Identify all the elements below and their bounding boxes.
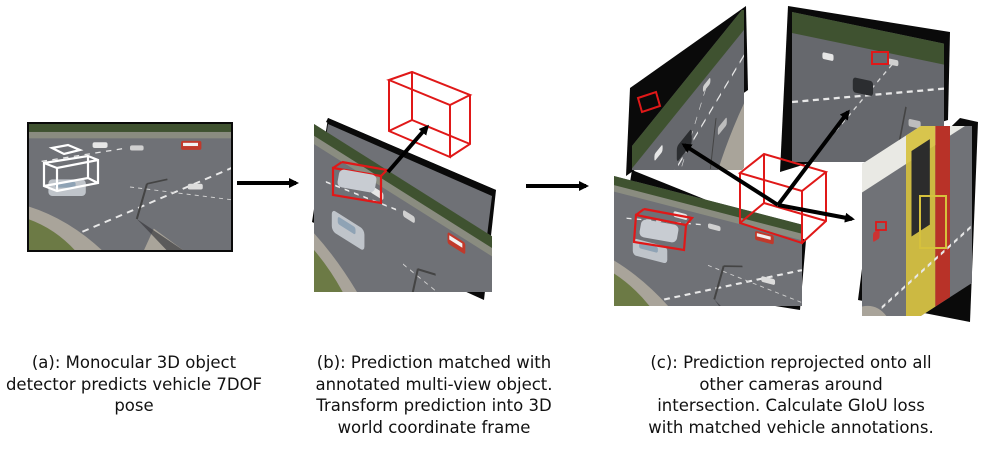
caption-b-line4: world coordinate frame [337,417,531,437]
caption-c-line1: (c): Prediction reprojected onto all [650,353,932,372]
caption-c-line3: intersection. Calculate GIoU loss [657,396,925,415]
caption-a-line3: pose [114,396,154,415]
caption-b-line3: Transform prediction into 3D [316,396,552,415]
camera-image-c-topright [780,6,950,172]
camera-image-c-topleft [626,6,748,176]
reprojection-arrows [681,109,855,223]
caption-a-line2: detector predicts vehicle 7DOF [5,374,263,394]
world-3d-box-c [737,152,829,245]
caption-b: (b): Prediction matched with annotated m… [298,352,570,438]
arrow-b-to-world [386,124,429,174]
caption-a: (a): Monocular 3D object detector predic… [0,352,268,417]
caption-c-line4: with matched vehicle annotations. [648,417,934,437]
ground-truth-box-a [42,143,100,193]
car-b [337,169,377,193]
caption-b-line1: (b): Prediction matched with [316,353,552,372]
caption-a-line1: (a): Monocular 3D object [31,353,237,372]
caption-c-line2: other cameras around [699,374,883,394]
caption-c: (c): Prediction reprojected onto all oth… [595,352,987,438]
camera-image-a [27,122,233,252]
world-3d-box [386,70,473,159]
caption-b-line2: annotated multi-view object. [315,374,553,394]
camera-image-c-right [858,118,978,322]
camera-image-c-bottomleft [614,170,806,310]
